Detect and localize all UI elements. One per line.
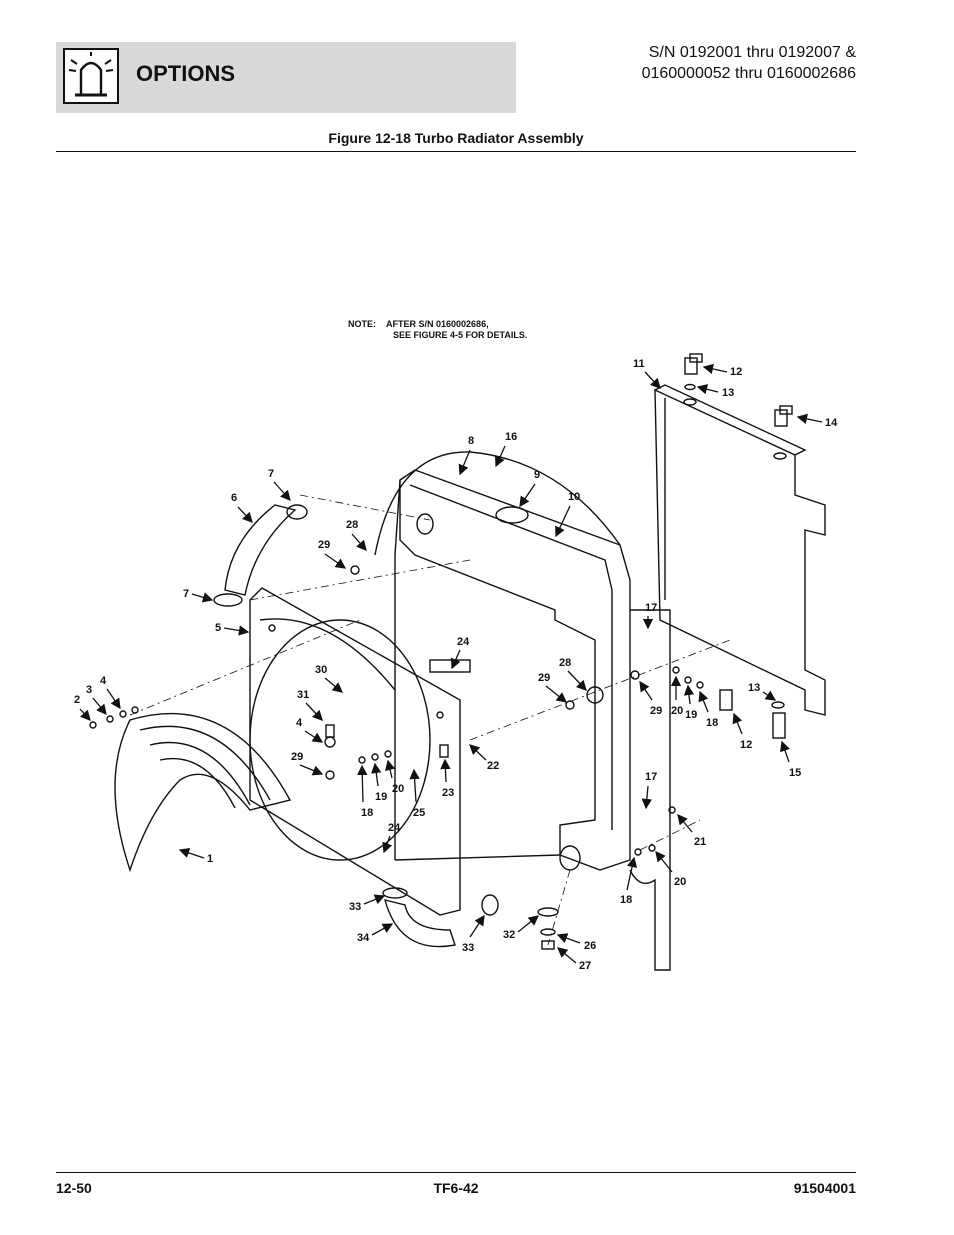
header-banner [56, 42, 516, 113]
footer-center: TF6-42 [433, 1180, 479, 1196]
callout-label: 20 [674, 876, 686, 888]
callout-label: 5 [215, 622, 221, 634]
fitting-14 [774, 405, 793, 427]
serial-line-2: 0160000052 thru 0160002686 [641, 65, 856, 82]
callout-label: 30 [315, 664, 327, 676]
callout-label: 16 [505, 431, 517, 443]
hose-clamp-lower [213, 593, 243, 607]
callout-label: 24 [388, 822, 401, 834]
callout-label: 12 [740, 739, 752, 751]
side-bracket [629, 609, 671, 971]
fitting-12-lower [719, 689, 733, 711]
footer-rule [56, 1172, 856, 1173]
callout-label: 7 [183, 588, 189, 600]
callout-label: 20 [392, 783, 404, 795]
callout-label: 4 [100, 675, 107, 687]
serial-range: S/N 0192001 thru 0192007 & 0160000052 th… [642, 42, 856, 84]
washer-26 [540, 928, 556, 936]
fitting-12-top [684, 353, 703, 375]
callout-label: 19 [685, 709, 697, 721]
callout-label: 17 [645, 602, 657, 614]
callout-label: 7 [268, 468, 274, 480]
callout-label: 29 [318, 539, 330, 551]
serial-line-1: S/N 0192001 thru 0192007 & [648, 44, 856, 61]
callout-label: 29 [538, 672, 550, 684]
figure-note: NOTE: AFTER S/N 0160002686, SEE FIGURE 4… [348, 319, 527, 341]
section-title: OPTIONS [136, 61, 236, 86]
callout-label: 32 [503, 929, 515, 941]
callout-label: 3 [86, 684, 92, 696]
doc-number: 91504001 [793, 1180, 856, 1196]
callout-label: 1 [207, 853, 213, 865]
page-number: 12-50 [56, 1180, 92, 1196]
upper-hose [224, 504, 297, 596]
fan-guard [114, 712, 292, 873]
callout-label: 12 [730, 366, 742, 378]
callout-label: 33 [462, 942, 474, 954]
isolator-32 [537, 907, 559, 917]
callout-label: 13 [748, 682, 760, 694]
callout-label: 4 [296, 717, 303, 729]
o-ring-13-top [684, 383, 696, 391]
callout-label: 25 [413, 807, 425, 819]
callout-group: 11 12 13 14 16 8 9 10 7 6 28 29 7 5 17 2… [74, 358, 838, 972]
callout-label: 2 [74, 694, 80, 706]
figure-title: Figure 12-18 Turbo Radiator Assembly [328, 130, 584, 146]
beacon-light-icon [63, 48, 119, 104]
callout-label: 20 [671, 705, 683, 717]
callout-label: 9 [534, 469, 540, 481]
o-ring-13-lower [771, 701, 785, 709]
lower-hose [384, 899, 456, 948]
callout-label: 34 [357, 932, 370, 944]
callout-label: 27 [579, 960, 591, 972]
callout-label: 22 [487, 760, 499, 772]
callout-label: 11 [633, 358, 645, 370]
callout-label: 23 [442, 787, 454, 799]
callout-label: 31 [297, 689, 309, 701]
callout-label: 8 [468, 435, 474, 447]
callout-label: 29 [650, 705, 662, 717]
callout-label: 33 [349, 901, 361, 913]
hose-clamp-33-left [382, 887, 408, 899]
note-line-1: AFTER S/N 0160002686, [386, 319, 489, 329]
callout-label: 29 [291, 751, 303, 763]
callout-label: 21 [694, 836, 706, 848]
fan-shroud [249, 587, 461, 916]
radiator-cap [495, 506, 529, 524]
callout-label: 19 [375, 791, 387, 803]
callout-label: 14 [825, 417, 838, 429]
hose-clamp-33-right [481, 894, 499, 916]
callout-label: 15 [789, 767, 801, 779]
callout-label: 26 [584, 940, 596, 952]
callout-label: 18 [620, 894, 632, 906]
callout-label: 28 [559, 657, 571, 669]
callout-label: 18 [361, 807, 373, 819]
note-label: NOTE: [348, 319, 376, 329]
callout-label: 6 [231, 492, 237, 504]
overflow-hose [374, 451, 621, 556]
hose-clamp-top [286, 504, 308, 520]
callout-label: 18 [706, 717, 718, 729]
oil-cooler [654, 384, 826, 716]
nut-27 [541, 940, 555, 950]
note-line-2: SEE FIGURE 4-5 FOR DETAILS. [393, 330, 528, 340]
callout-label: 28 [346, 519, 358, 531]
callout-label: 13 [722, 387, 734, 399]
decal-24 [429, 659, 471, 673]
callout-label: 17 [645, 771, 657, 783]
callout-label: 24 [457, 636, 470, 648]
callout-label: 10 [568, 491, 580, 503]
fitting-15 [772, 712, 786, 739]
header-rule [56, 151, 856, 152]
